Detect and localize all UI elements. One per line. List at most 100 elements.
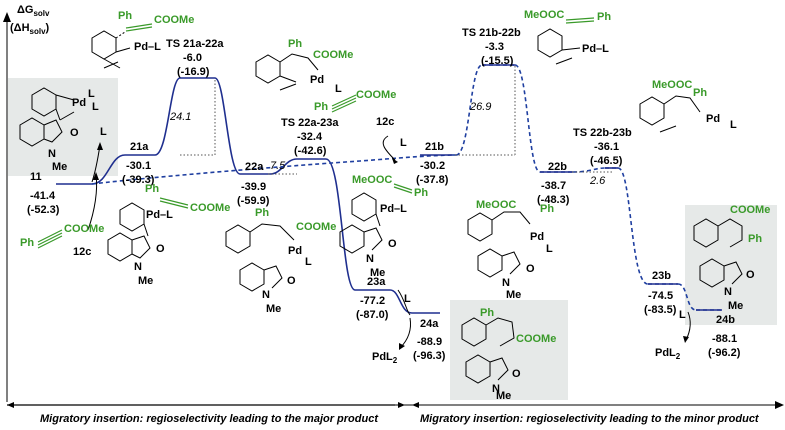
structure-22b-o: O	[526, 263, 535, 275]
state-24a-name: 24a	[420, 318, 439, 330]
structure-11-l1: L	[88, 88, 95, 100]
structure-ts21b-22b-alkyne	[565, 17, 595, 24]
structure-11	[19, 87, 75, 147]
structure-22a-l: L	[305, 256, 312, 268]
pdl2-label-b: PdL2	[655, 347, 681, 361]
structure-21b-n: N	[366, 253, 374, 265]
structure-11-me: Me	[52, 161, 67, 173]
state-23a-name: 23a	[367, 276, 386, 288]
structure-24b-coome: COOMe	[730, 204, 770, 216]
state-11-h: (-52.3)	[27, 204, 60, 216]
footer-minor: Migratory insertion: regioselectivity le…	[420, 413, 760, 425]
structure-11-pd: Pd	[72, 97, 86, 109]
structure-ts21a-22a-pdl: Pd–L	[134, 41, 161, 53]
structure-ts21b-22b-meooc: MeOOC	[524, 9, 564, 21]
structure-24a-n: N	[492, 383, 500, 395]
svg-text:COOMe: COOMe	[356, 89, 396, 101]
structure-ts21a-22a-coome: COOMe	[154, 14, 194, 26]
structure-22b-pd: Pd	[530, 231, 544, 243]
structure-21b-pdl: Pd–L	[380, 203, 407, 215]
structure-22a-me: Me	[266, 303, 281, 315]
state-21b-g: -30.2	[420, 160, 445, 172]
y-axis	[3, 12, 11, 402]
structure-21b-meooc: MeOOC	[352, 174, 392, 186]
highlight-box-11	[8, 78, 118, 176]
structure-ts21b-22b	[537, 28, 581, 65]
state-22b-name: 22b	[548, 161, 567, 173]
structure-21a-o: O	[156, 243, 165, 255]
structure-24b-me: Me	[728, 300, 743, 312]
ts-22a-23a-h: (-42.6)	[294, 145, 327, 157]
ts-21a-22a-g: -6.0	[183, 52, 202, 64]
minor-solid-segments	[420, 64, 722, 311]
structure-22b-ph: Ph	[540, 203, 554, 215]
structure-ts22a-23a-coome: COOMe	[313, 49, 353, 61]
ts-21a-22a-name: TS 21a-22a	[166, 38, 224, 50]
structure-24a-me: Me	[496, 390, 511, 402]
ligand-label-23b: L	[679, 309, 686, 321]
pdl2-label-a: PdL2	[372, 351, 398, 365]
state-11-name: 11	[30, 171, 42, 183]
structure-24a	[461, 317, 515, 384]
structure-ts21a-22a-alkyne	[125, 23, 153, 32]
structure-ts22a-23a-l: L	[335, 83, 342, 95]
structure-22a	[225, 223, 295, 292]
x-axis	[7, 401, 784, 409]
y-axis-title-h: (ΔHsolv)	[10, 22, 50, 36]
major-barrier-guides	[180, 78, 297, 175]
structure-21b-ph: Ph	[414, 187, 428, 199]
structure-21a-n: N	[134, 261, 142, 273]
y-axis-title-g: ΔGsolv	[17, 4, 50, 18]
barrier-22a-23a: 7.5	[270, 160, 286, 172]
state-24b-name: 24b	[716, 314, 735, 326]
structure-21a	[107, 202, 151, 262]
structure-ts21b-22b-ph: Ph	[597, 11, 611, 23]
structure-22a-coome: COOMe	[296, 221, 336, 233]
state-21b-h: (-37.8)	[416, 174, 449, 186]
ligand-label-21b: L	[400, 137, 407, 149]
highlight-box-24b	[685, 205, 777, 325]
structure-24b-ph: Ph	[748, 233, 762, 245]
structure-ts22b-23b-pd: Pd	[706, 113, 720, 125]
barrier-22b-23b: 2.6	[589, 175, 606, 187]
structure-21a-coome: COOMe	[190, 202, 230, 214]
svg-text:12c: 12c	[73, 246, 91, 258]
state-21a-g: -30.1	[126, 160, 151, 172]
arrow-head-ligand-11	[97, 142, 103, 150]
structure-21a-me: Me	[138, 275, 153, 287]
structure-22b	[467, 211, 531, 278]
structure-ts21b-22b-pdl: Pd–L	[582, 43, 609, 55]
svg-text:Ph: Ph	[314, 101, 328, 113]
structure-11-l2: L	[92, 101, 99, 113]
structure-21b	[339, 192, 383, 254]
state-24b-h: (-96.2)	[708, 347, 741, 359]
state-22a-name: 22a	[245, 161, 264, 173]
state-11-g: -41.4	[30, 190, 56, 202]
state-22b-g: -38.7	[541, 180, 566, 192]
ts-21b-22b-name: TS 21b-22b	[462, 27, 521, 39]
ts-21b-22b-h: (-15.5)	[481, 55, 514, 67]
structure-24a-coome: COOMe	[516, 333, 556, 345]
state-23b-h: (-83.5)	[644, 304, 677, 316]
ligand-label-23a: L	[404, 293, 411, 305]
state-22a-h: (-59.9)	[237, 195, 270, 207]
ligand-label-11: L	[100, 126, 107, 138]
structure-21b-alkyne	[393, 183, 413, 194]
structure-24a-ph: Ph	[480, 307, 494, 319]
structure-ts21a-22a	[91, 30, 131, 69]
structure-24b-o: O	[746, 269, 755, 281]
state-24a-g: -88.9	[417, 336, 442, 348]
structure-ts22b-23b-meooc: MeOOC	[652, 79, 692, 91]
state-24b-g: -88.1	[712, 333, 737, 345]
structure-ts22a-23a-ph: Ph	[288, 38, 302, 50]
svg-text:12c: 12c	[376, 116, 394, 128]
structure-22b-l: L	[546, 243, 553, 255]
state-23a-g: -77.2	[360, 295, 385, 307]
svg-text:Ph: Ph	[20, 237, 34, 249]
state-24a-h: (-96.3)	[413, 350, 446, 362]
reagent-12c-mid: Ph COOMe 12c	[314, 89, 396, 128]
highlight-box-24a	[450, 300, 568, 400]
state-23a-h: (-87.0)	[356, 309, 389, 321]
structure-21a-alkyne	[159, 197, 189, 209]
